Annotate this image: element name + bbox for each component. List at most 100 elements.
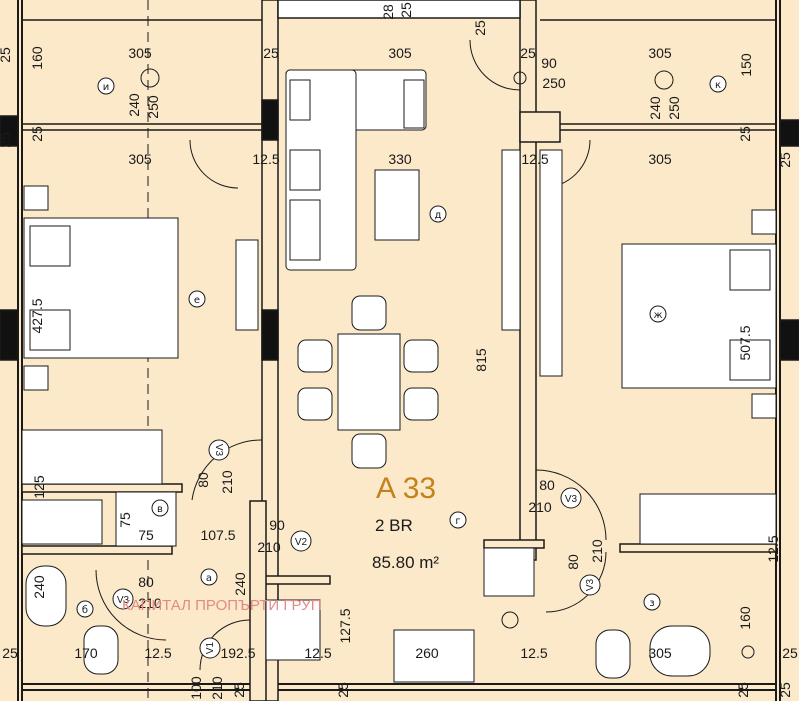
dim-80-a: 80 bbox=[195, 472, 211, 488]
dim-75-b: 75 bbox=[138, 527, 154, 543]
dim-80-d: 80 bbox=[138, 574, 154, 590]
dim-125-c: 125 bbox=[31, 475, 47, 499]
dim-260: 260 bbox=[415, 645, 439, 661]
door-code-v3-bottom: V3 bbox=[585, 578, 596, 591]
dim-12-5-g: 12.5 bbox=[520, 645, 547, 661]
dim-250-c: 250 bbox=[666, 96, 682, 120]
light-fixtures bbox=[140, 68, 755, 659]
dim-815: 815 bbox=[473, 348, 489, 372]
dim-305-f: 305 bbox=[648, 645, 672, 661]
dim-80-b: 80 bbox=[539, 477, 555, 493]
room-label-a: а bbox=[206, 573, 212, 584]
bathroom-fixtures bbox=[21, 491, 711, 683]
room-label-z: з bbox=[649, 598, 654, 609]
dim-25-e: 25 bbox=[0, 132, 13, 148]
dim-28: 28 bbox=[380, 4, 396, 20]
dim-427-5: 427.5 bbox=[29, 298, 45, 333]
dim-80-c: 80 bbox=[565, 554, 581, 570]
dining-set bbox=[297, 295, 439, 469]
dim-12-5-b: 12.5 bbox=[521, 151, 548, 167]
dim-210-f: 210 bbox=[209, 676, 225, 700]
dim-90-b: 90 bbox=[269, 517, 285, 533]
dim-100: 100 bbox=[188, 676, 204, 700]
door-code-v3-right: V3 bbox=[565, 494, 578, 505]
dim-90-a: 90 bbox=[541, 55, 557, 71]
door-code-v2: V2 bbox=[295, 537, 308, 548]
dim-75-a: 75 bbox=[117, 512, 133, 528]
dim-25-g: 25 bbox=[737, 126, 753, 142]
dim-25-l: 25 bbox=[335, 682, 351, 698]
dim-25-d: 25 bbox=[472, 20, 488, 36]
dim-210-b: 210 bbox=[528, 499, 552, 515]
dim-305-a: 305 bbox=[128, 45, 152, 61]
dim-305-d: 305 bbox=[128, 151, 152, 167]
room-labels: и к д е ж в г а б з bbox=[82, 80, 721, 616]
dim-305-e: 305 bbox=[648, 151, 672, 167]
sofa bbox=[285, 69, 427, 271]
wardrobes bbox=[21, 149, 777, 661]
terrace bbox=[22, 19, 776, 131]
apartment-code: A 33 bbox=[376, 472, 436, 505]
room-label-d: д bbox=[435, 210, 442, 221]
room-label-k: к bbox=[715, 80, 721, 91]
dim-240-d: 240 bbox=[31, 575, 47, 599]
dim-25-b: 25 bbox=[263, 45, 279, 61]
dim-12-5-a: 12.5 bbox=[252, 151, 279, 167]
dim-170: 170 bbox=[74, 645, 98, 661]
dim-210-a: 210 bbox=[219, 470, 235, 494]
dim-240-b: 240 bbox=[647, 96, 663, 120]
room-label-i: и bbox=[103, 82, 110, 93]
dim-12-5-d: 12.5 bbox=[765, 535, 781, 562]
dim-25-f: 25 bbox=[29, 126, 45, 142]
dim-127-5: 127.5 bbox=[337, 608, 353, 643]
apartment-type: 2 BR bbox=[375, 516, 413, 535]
dim-25-k: 25 bbox=[231, 682, 247, 698]
door-code-markers bbox=[112, 439, 601, 659]
apartment-info: A 33 2 BR 85.80 m² bbox=[372, 472, 439, 572]
coffee-table bbox=[374, 169, 420, 241]
room-label-zh: ж bbox=[653, 310, 662, 321]
dim-250-b: 250 bbox=[542, 75, 566, 91]
dim-25-i: 25 bbox=[2, 645, 18, 661]
dim-25-c: 25 bbox=[520, 45, 536, 61]
dim-150: 150 bbox=[738, 53, 754, 77]
dim-330: 330 bbox=[388, 151, 412, 167]
dim-12-5-f: 12.5 bbox=[304, 645, 331, 661]
room-label-e: е bbox=[194, 295, 200, 306]
dim-210-e: 210 bbox=[138, 595, 162, 611]
beds bbox=[23, 217, 777, 389]
door-code-v1: V1 bbox=[205, 641, 216, 654]
dim-160-a: 160 bbox=[29, 46, 45, 70]
dim-250-a: 250 bbox=[145, 95, 161, 119]
dim-12-5-e: 12.5 bbox=[144, 645, 171, 661]
door-code-v3-left: V3 bbox=[213, 444, 224, 457]
dim-305-c: 305 bbox=[648, 45, 672, 61]
apartment-area: 85.80 m² bbox=[372, 553, 439, 572]
dim-25-top: 25 bbox=[398, 2, 414, 18]
watermark: КАПИТАЛ ПРОПЪРТИ ГРУП bbox=[122, 597, 321, 614]
room-label-g: г bbox=[455, 516, 460, 527]
room-markers bbox=[76, 75, 727, 618]
dim-305-b: 305 bbox=[388, 45, 412, 61]
dim-240-c: 240 bbox=[232, 572, 248, 596]
dim-240-a: 240 bbox=[126, 93, 142, 117]
dim-25-n: 25 bbox=[777, 682, 793, 698]
dim-107-5: 107.5 bbox=[200, 527, 235, 543]
dim-25-j: 25 bbox=[782, 645, 798, 661]
dim-507-5: 507.5 bbox=[737, 325, 753, 360]
door-codes: V3 V2 V3 V3 V3 V1 bbox=[117, 444, 596, 654]
night-tables bbox=[23, 185, 777, 419]
room-label-v: в bbox=[157, 504, 163, 515]
dim-25-h: 25 bbox=[777, 152, 793, 168]
room-label-b: б bbox=[82, 605, 88, 616]
door-code-v3-bath: V3 bbox=[117, 595, 130, 606]
dim-160-b: 160 bbox=[737, 606, 753, 630]
dim-25-a: 25 bbox=[0, 47, 13, 63]
dim-25-m: 25 bbox=[735, 682, 751, 698]
dim-210-c: 210 bbox=[257, 539, 281, 555]
dim-192-5: 192.5 bbox=[220, 645, 255, 661]
dim-210-d: 210 bbox=[589, 539, 605, 563]
